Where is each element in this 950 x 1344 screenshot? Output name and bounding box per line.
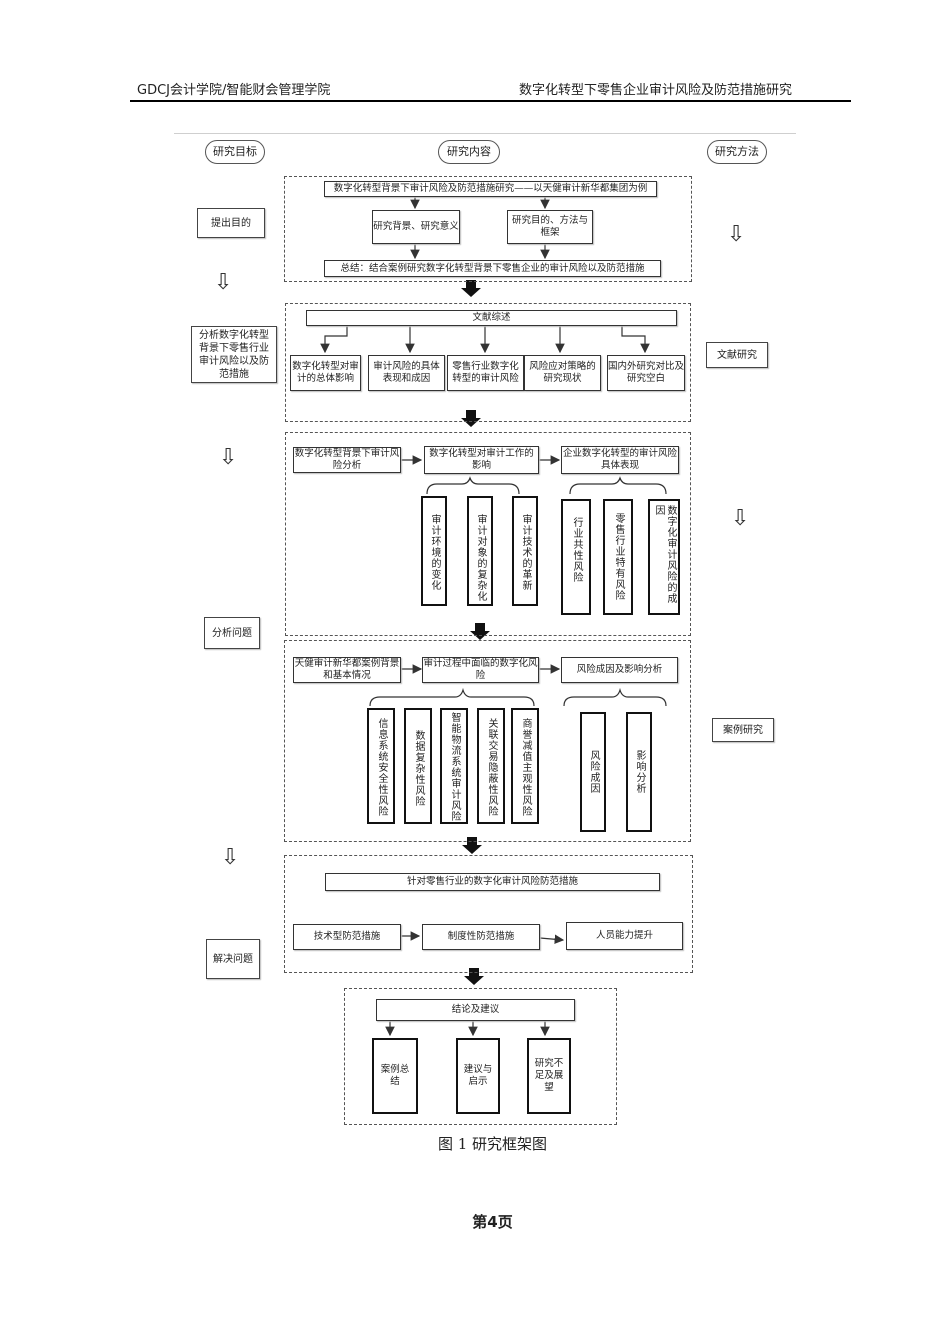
case-risk-item: 智能物流系统审计风险 [440,708,468,824]
down-arrow-icon: ⇩ [221,845,240,870]
case-digital-risks: 审计过程中面临的数字化风险 [422,657,539,683]
down-arrow-icon: ⇩ [219,445,238,470]
risk-item: 数字化审计风险的成因 [648,499,680,615]
countermeasure-item: 制度性防范措施 [422,924,540,950]
literature-title: 文献综述 [306,310,677,326]
down-arrow-icon: ⇩ [214,270,233,295]
down-arrow-icon: ⇩ [731,506,750,531]
header-left: GDCJ会计学院/智能财会管理学院 [137,83,331,98]
column-header-goals: 研究目标 [205,140,265,164]
header-right: 数字化转型下零售企业审计风险及防范措施研究 [518,83,792,98]
goal-analyze-risks: 分析数字化转型背景下零售行业审计风险以及防范措施 [191,326,277,383]
literature-item: 数字化转型对审计的总体影响 [290,355,361,391]
figure-caption: 图 1 研究框架图 [437,1135,548,1153]
goal-analyze-problem: 分析问题 [204,617,260,649]
conclusion-item: 案例总结 [372,1038,418,1114]
countermeasure-item: 人员能力提升 [566,922,683,950]
case-background: 天健审计新华都案例背景和基本情况 [293,657,401,683]
page-number: 第4页 [472,1213,513,1231]
risk-analysis-manifestation: 企业数字化转型的审计风险具体表现 [561,446,679,474]
literature-item: 零售行业数字化转型的审计风险 [447,355,524,391]
section-countermeasures [284,855,693,973]
impact-item: 审计对象的复杂化 [467,496,493,606]
case-analysis-item: 影响分析 [626,712,652,832]
intro-summary: 总结：结合案例研究数字化转型背景下零售企业的审计风险以及防范措施 [324,260,661,277]
intro-purpose: 研究目的、方法与框架 [507,210,593,244]
risk-item: 零售行业特有风险 [603,499,633,615]
literature-item: 风险应对策略的研究现状 [524,355,601,391]
countermeasures-title: 针对零售行业的数字化审计风险防范措施 [325,873,660,891]
goal-solve-problem: 解决问题 [206,939,260,979]
column-header-content: 研究内容 [438,140,500,164]
countermeasure-item: 技术型防范措施 [293,924,401,950]
case-cause-impact: 风险成因及影响分析 [561,657,678,683]
case-risk-item: 信息系统安全性风险 [367,708,395,824]
column-header-methods: 研究方法 [707,140,767,164]
goal-propose-purpose: 提出目的 [197,208,265,238]
header-rule [130,100,851,102]
conclusion-item: 研究不足及展望 [527,1038,571,1114]
section-literature [285,303,691,422]
method-case-study: 案例研究 [712,718,774,742]
section-risk-analysis [285,432,691,636]
case-risk-item: 数据复杂性风险 [404,708,432,824]
case-risk-item: 关联交易隐蔽性风险 [477,708,505,824]
case-risk-item: 商誉减值主观性风险 [511,708,539,824]
section-case-study [284,640,691,842]
literature-item: 国内外研究对比及研究空白 [607,355,685,391]
down-arrow-icon: ⇩ [727,222,746,247]
figure-top-rule [174,133,796,134]
conclusion-item: 建议与启示 [456,1038,500,1114]
impact-item: 审计环境的变化 [421,496,447,606]
method-literature: 文献研究 [706,342,768,368]
section-introduction [284,176,692,282]
risk-analysis-background: 数字化转型背景下审计风险分析 [293,447,401,473]
impact-item: 审计技术的革新 [512,496,538,606]
risk-item: 行业共性风险 [561,499,591,615]
intro-title: 数字化转型背景下审计风险及防范措施研究——以天健审计新华都集团为例 [324,181,657,197]
case-analysis-item: 风险成因 [580,712,606,832]
section-conclusion [344,988,617,1125]
literature-item: 审计风险的具体表现和成因 [368,355,445,391]
conclusion-title: 结论及建议 [376,999,575,1021]
risk-analysis-impact: 数字化转型对审计工作的影响 [424,446,539,474]
intro-background: 研究背景、研究意义 [372,210,460,244]
